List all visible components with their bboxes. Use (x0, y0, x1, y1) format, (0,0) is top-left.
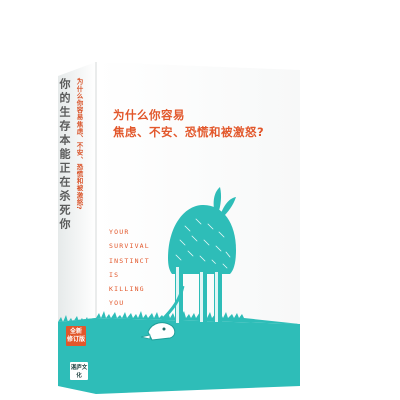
ostrich-head-icon (140, 322, 176, 341)
cover-title-line-2: 焦虑、不安、恐慌和被激怒? (113, 125, 265, 139)
edition-badge-line-1: 全新 (69, 328, 82, 335)
cover-teal-band (96, 318, 300, 394)
publisher-logo: 湛庐文化 (70, 362, 88, 380)
english-line: SURVIVAL (109, 242, 150, 251)
cover-title: 为什么你容易 焦虑、不安、恐慌和被激怒? (113, 107, 293, 141)
ostrich-icon (160, 187, 236, 326)
english-line: IS (109, 270, 120, 279)
english-line: YOUR (109, 228, 130, 236)
english-line: INSTINCT (109, 256, 150, 265)
spine-subtitle: 为什么你容易焦虑、不安、恐慌和被激怒? (75, 78, 83, 211)
cover-title-line-1: 为什么你容易 (113, 108, 185, 122)
edition-badge-line-2: 修订版 (67, 336, 86, 343)
cover-english-title: YOUR SURVIVAL INSTINCT IS KILLING YOU (109, 225, 150, 311)
grass-icon (58, 311, 300, 324)
english-line: KILLING (109, 285, 145, 294)
spine-title: 你的生存本能正在杀死你 (58, 78, 71, 232)
edition-badge: 全新 修订版 (66, 326, 86, 346)
book-spine (58, 62, 96, 394)
english-line: YOU (109, 299, 125, 308)
